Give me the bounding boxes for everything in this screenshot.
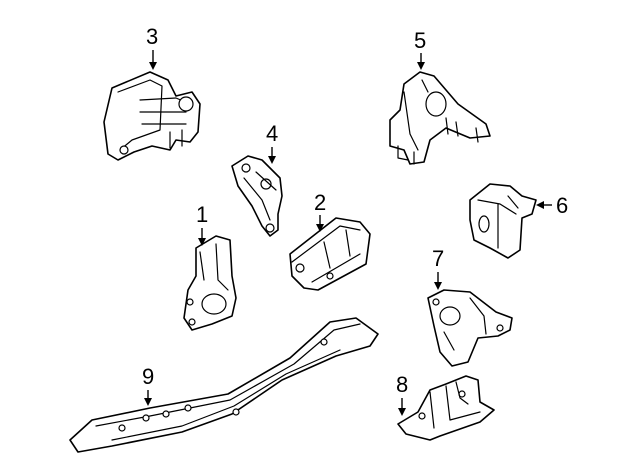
callout-7-number: 7 <box>432 246 444 271</box>
callout-6: 6 <box>536 193 568 218</box>
part-4-bracket[interactable] <box>231 155 283 237</box>
part-6-mount-bracket[interactable] <box>469 183 537 259</box>
part-8-bracket[interactable] <box>397 375 495 441</box>
callout-5-number: 5 <box>414 28 426 53</box>
part-1-transmission-mount[interactable] <box>183 235 237 331</box>
callout-8: 8 <box>396 372 408 416</box>
callout-9-number: 9 <box>142 364 154 389</box>
callout-7: 7 <box>432 246 444 290</box>
callout-6-number: 6 <box>556 193 568 218</box>
callout-8-number: 8 <box>396 372 408 397</box>
callout-9: 9 <box>142 364 154 406</box>
callout-2: 2 <box>314 190 326 232</box>
callout-2-number: 2 <box>314 190 326 215</box>
part-9-crossmember[interactable] <box>69 317 379 453</box>
part-3-engine-mount[interactable] <box>103 71 201 161</box>
callout-5: 5 <box>414 28 426 70</box>
callout-3: 3 <box>146 24 158 70</box>
part-5-engine-mount[interactable] <box>389 71 491 165</box>
callout-1-number: 1 <box>196 202 208 227</box>
callout-4-number: 4 <box>266 121 278 146</box>
callout-3-number: 3 <box>146 24 158 49</box>
callout-4: 4 <box>266 121 278 164</box>
part-7-transmission-mount[interactable] <box>427 289 513 367</box>
part-2-mount-block[interactable] <box>289 217 371 291</box>
callout-1: 1 <box>196 202 208 246</box>
